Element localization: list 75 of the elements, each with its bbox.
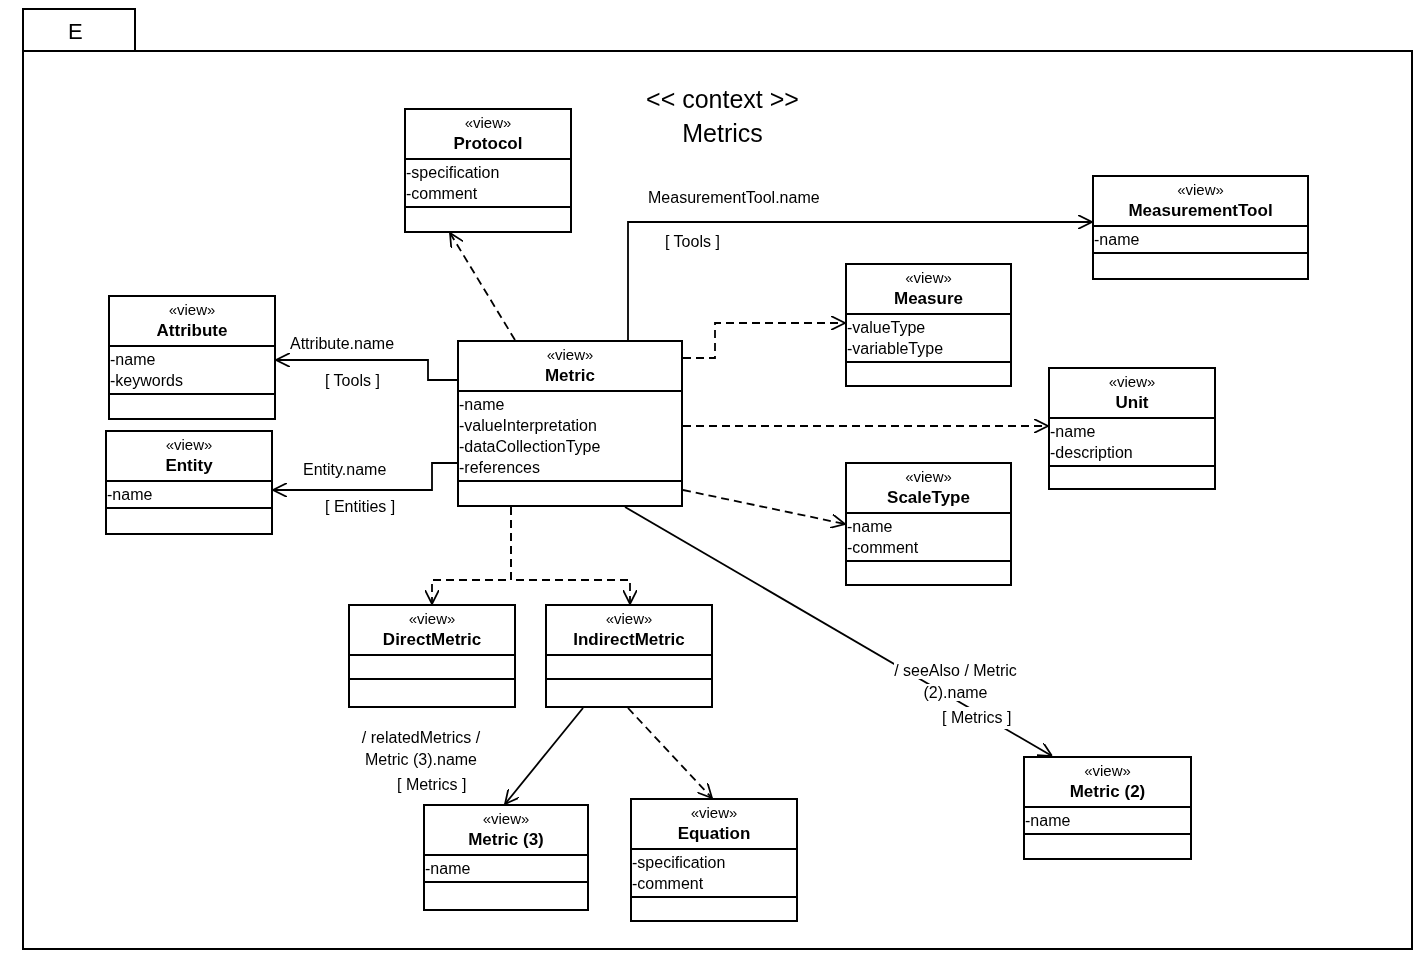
attribute-text: -name [1094,230,1140,250]
attribute-text: -dataCollectionType [459,437,601,457]
stereotype-label: «view» [546,346,594,365]
class-box [404,108,572,233]
class-box [845,462,1012,586]
class-box [1092,175,1309,280]
class-box [630,798,798,922]
stereotype-label: «view» [408,610,456,629]
attribute-text: -name [459,395,505,415]
stereotype-label: «view» [168,301,216,320]
attribute-text: -references [459,458,540,478]
stereotype-label: «view» [1177,181,1224,200]
dependency-arrow [682,418,1049,434]
class-name: ScaleType [887,486,970,508]
association-arrow [504,707,584,805]
class-name: Metric (3) [468,828,544,850]
stereotype-label: «view» [464,114,512,133]
attribute-text: -name [425,859,471,879]
attribute-text: -name [847,517,893,537]
attribute-text: -variableType [847,339,944,359]
attribute-text: -name [107,485,153,505]
stereotype-label: «view» [1084,762,1131,781]
class-box [105,430,273,535]
class-name: Entity [165,454,213,476]
class-box [1048,367,1216,490]
class-box [845,263,1012,387]
dependency-arrow [627,707,713,799]
class-box [108,295,276,420]
edge-label: / seeAlso / Metric (2).name [893,661,1018,703]
association-arrow [275,352,458,381]
class-name: Attribute [156,319,228,341]
class-name: Equation [677,822,751,844]
attribute-text: -comment [406,184,478,204]
edge-label: Entity.name [303,460,388,480]
stereotype-label: «view» [165,436,213,455]
class-box [545,604,713,708]
dependency-arrow [682,315,846,359]
class-name: Metric [544,364,596,386]
stereotype-label: «view» [690,804,738,823]
diagram-title: << context >> Metrics [645,84,800,149]
association-arrow [627,214,1093,341]
attribute-text: -valueInterpretation [459,416,597,436]
class-name: Protocol [453,132,523,154]
class-box [1023,756,1192,860]
class-name: DirectMetric [382,628,482,650]
attribute-text: -name [1025,811,1071,831]
guard-label: [ Metrics ] [942,707,1012,729]
dependency-arrow [449,232,516,341]
association-arrow [272,462,458,498]
stereotype-label: «view» [905,269,952,288]
class-name: MeasurementTool [1128,199,1273,221]
stereotype-label: «view» [482,810,530,829]
class-box [457,340,683,507]
class-name: Measure [894,287,963,309]
attribute-text: -comment [632,874,704,894]
class-name: IndirectMetric [573,628,685,650]
attribute-text: -name [110,350,156,370]
attribute-text: -comment [847,538,919,558]
class-box [348,604,516,708]
attribute-text: -specification [406,163,500,183]
attribute-text: -description [1050,443,1133,463]
stereotype-label: «view» [1108,373,1156,392]
dependency-arrow [682,489,846,529]
edge-label: / relatedMetrics / Metric (3).name [360,728,482,770]
stereotype-label: «view» [905,468,952,487]
attribute-text: -keywords [110,371,183,391]
class-box [423,804,589,911]
frame-tab: E [22,8,136,52]
attribute-text: -name [1050,422,1096,442]
stereotype-label: «view» [605,610,653,629]
dependency-arrow [510,506,638,605]
class-name: Metric (2) [1069,780,1146,802]
attribute-text: -valueType [847,318,926,338]
attribute-text: -specification [632,853,726,873]
class-name: Unit [1115,391,1149,413]
